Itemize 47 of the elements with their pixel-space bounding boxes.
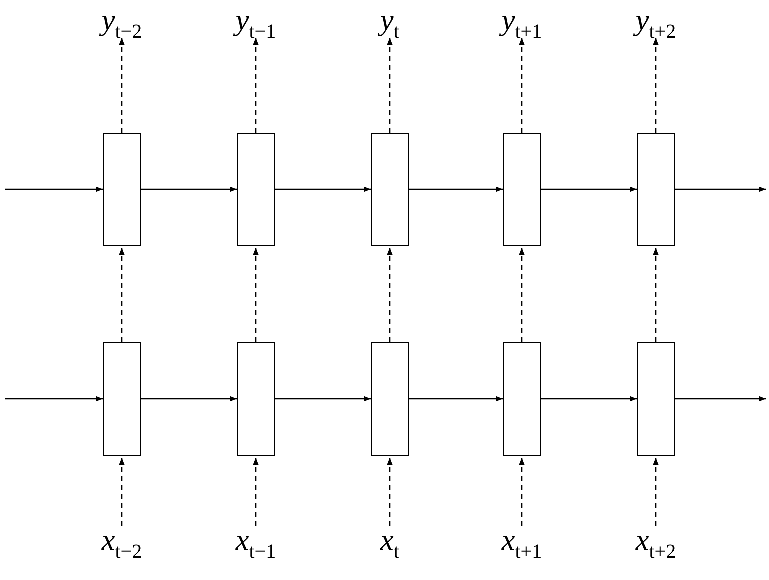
output-label: y$_{t+2}$ xyxy=(636,6,676,36)
arrow xyxy=(275,186,371,192)
arrow xyxy=(119,248,125,342)
arrow xyxy=(541,186,637,192)
arrow xyxy=(541,396,637,402)
output-label: y$_{t−1}$ xyxy=(236,6,276,36)
output-label: y$_{t+1}$ xyxy=(502,6,542,36)
cell-box xyxy=(503,133,541,246)
arrow xyxy=(519,38,525,133)
cell-box xyxy=(503,342,541,456)
output-label: y$_{t}$ xyxy=(380,6,400,36)
arrow xyxy=(519,248,525,342)
cell-box xyxy=(637,133,675,246)
input-label: x$_{t+2}$ xyxy=(636,526,676,556)
cell-box xyxy=(237,133,275,246)
input-label: x$_{t}$ xyxy=(380,526,400,556)
arrow xyxy=(675,396,766,402)
arrow xyxy=(387,458,393,526)
input-label: x$_{t−1}$ xyxy=(236,526,276,556)
cell-box xyxy=(103,133,141,246)
arrow xyxy=(141,186,237,192)
arrow xyxy=(5,186,103,192)
arrow xyxy=(653,458,659,526)
arrow xyxy=(387,248,393,342)
output-label: y$_{t−2}$ xyxy=(102,6,142,36)
arrow xyxy=(119,38,125,133)
arrow xyxy=(675,186,766,192)
cell-box xyxy=(371,342,409,456)
cell-box xyxy=(371,133,409,246)
arrow xyxy=(275,396,371,402)
arrow xyxy=(519,458,525,526)
arrow xyxy=(253,458,259,526)
arrow xyxy=(409,396,503,402)
arrow xyxy=(119,458,125,526)
arrow xyxy=(387,38,393,133)
input-label: x$_{t−2}$ xyxy=(102,526,142,556)
cell-box xyxy=(237,342,275,456)
arrow xyxy=(141,396,237,402)
arrow xyxy=(5,396,103,402)
arrow xyxy=(409,186,503,192)
input-label: x$_{t+1}$ xyxy=(502,526,542,556)
arrow xyxy=(253,38,259,133)
cell-box xyxy=(637,342,675,456)
arrow xyxy=(653,248,659,342)
arrow xyxy=(653,38,659,133)
cell-box xyxy=(103,342,141,456)
arrow xyxy=(253,248,259,342)
